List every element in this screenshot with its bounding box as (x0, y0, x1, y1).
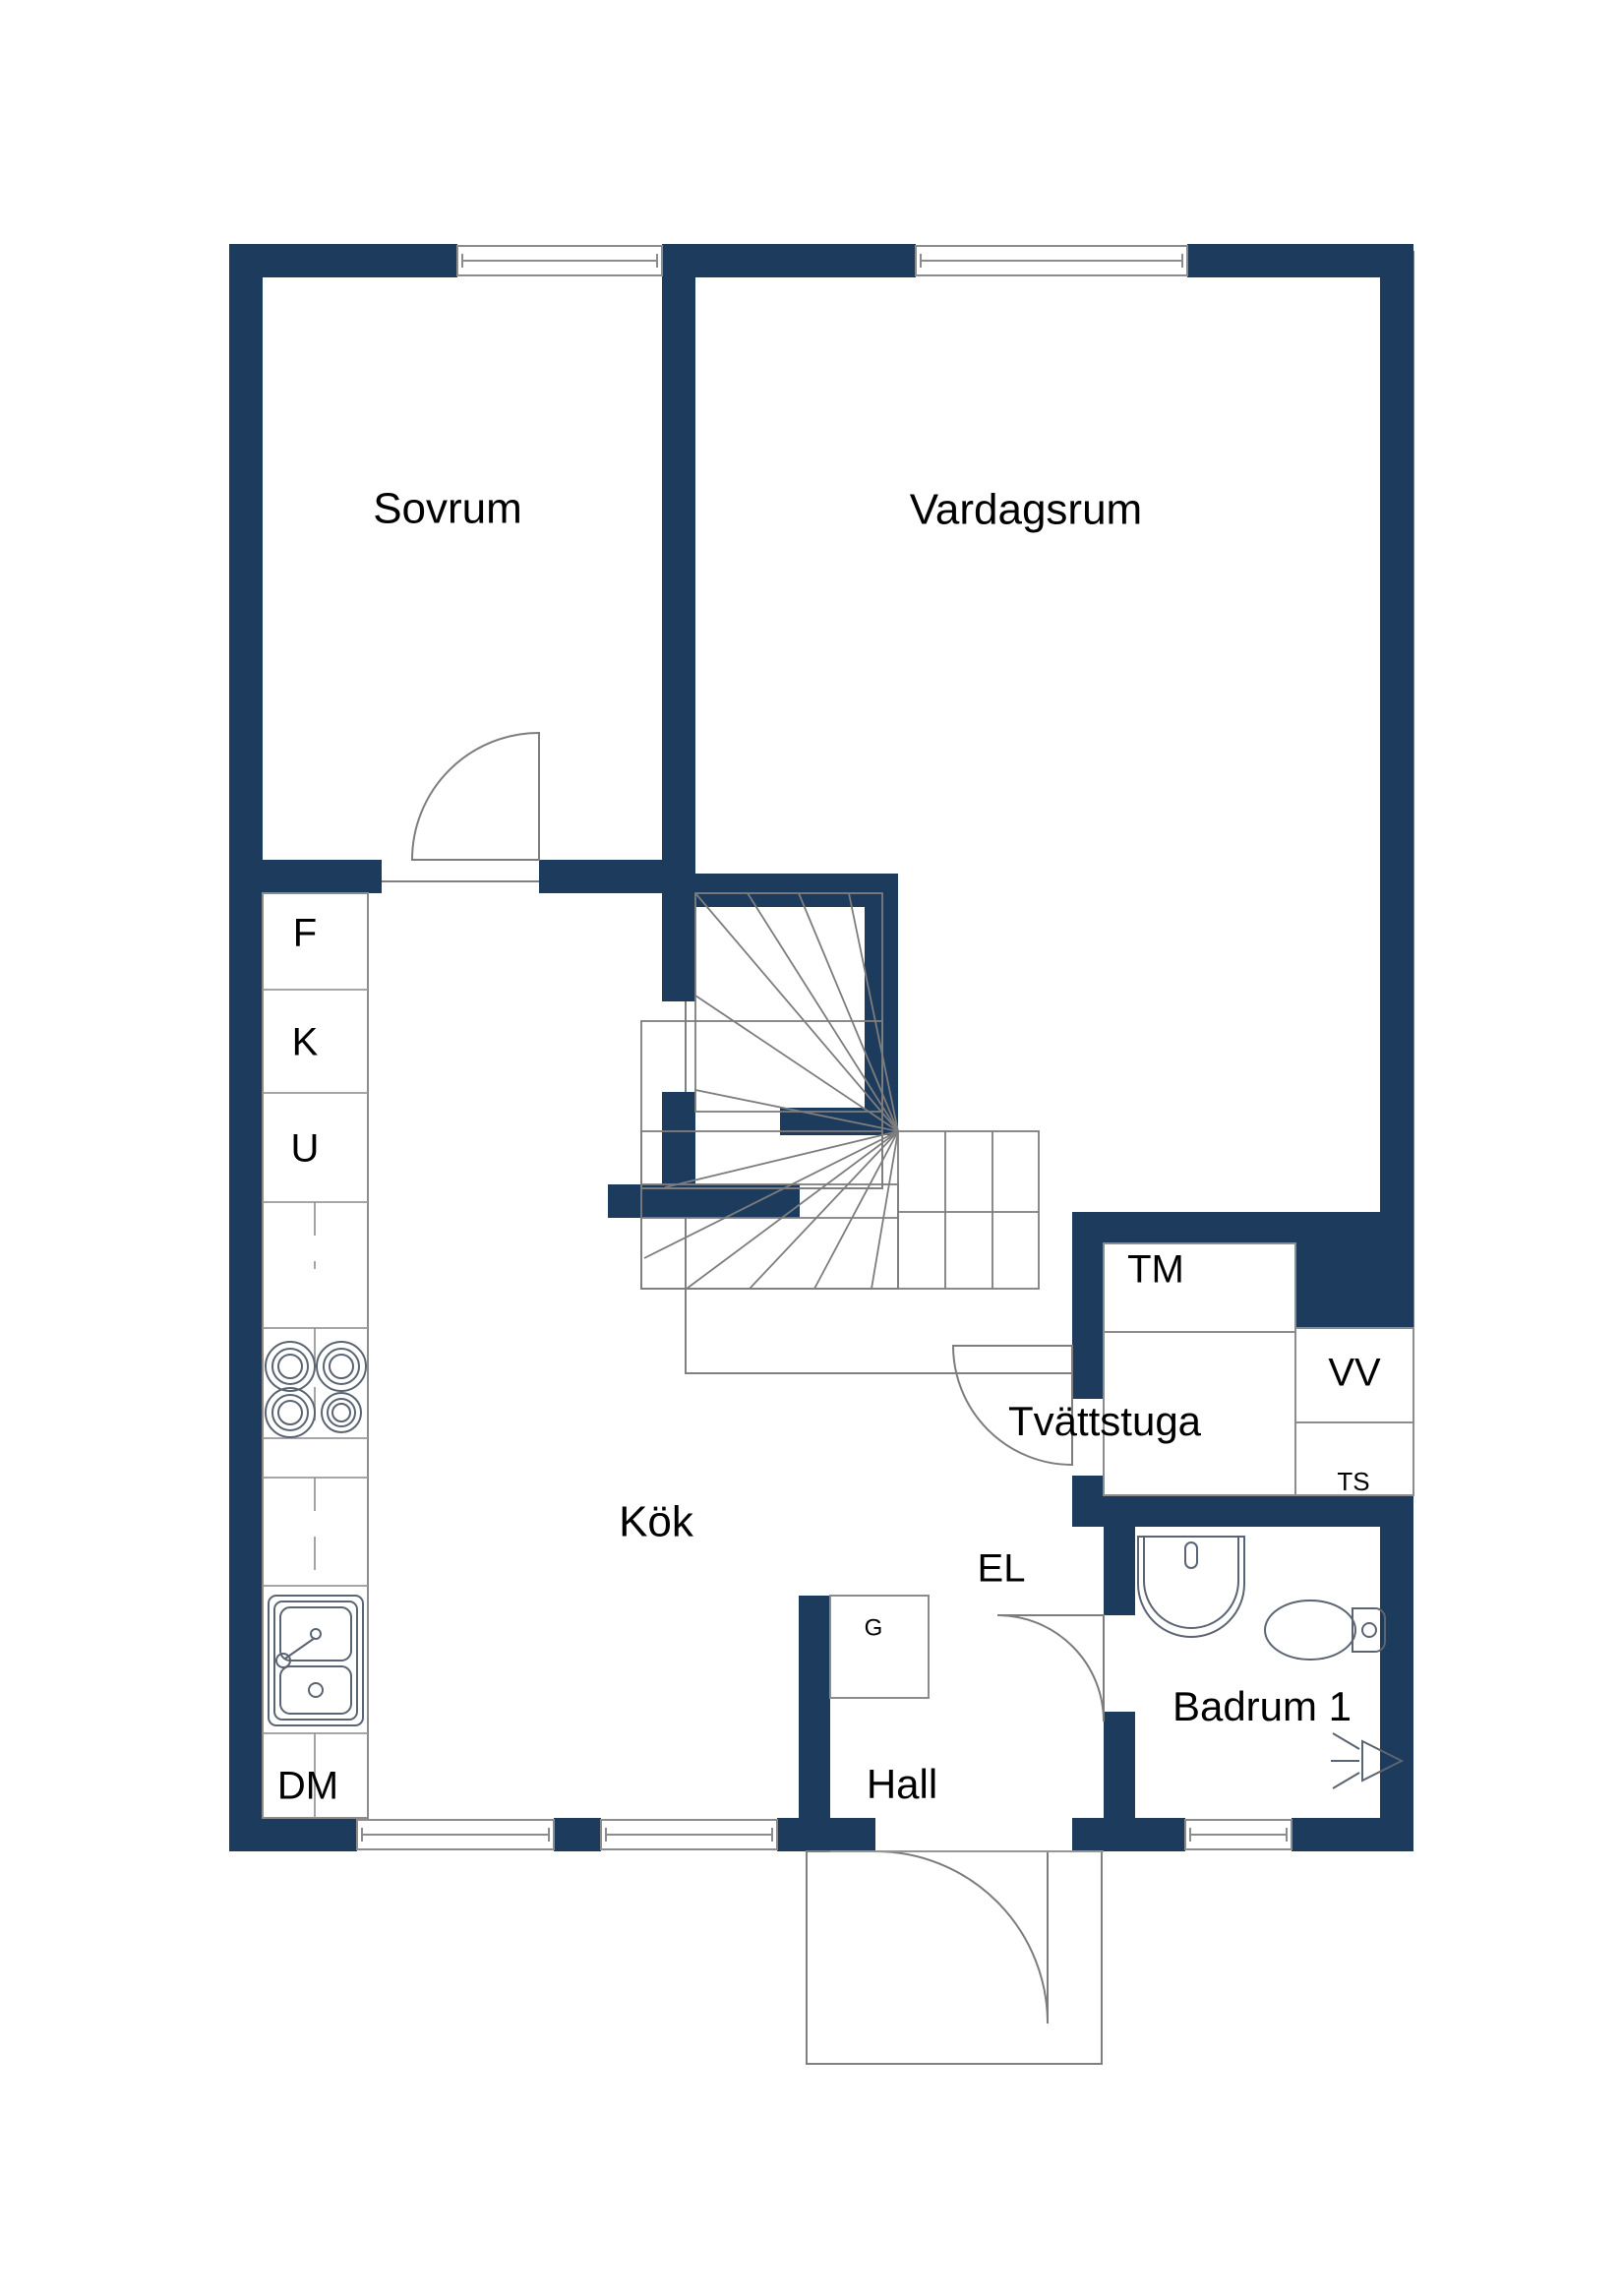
appliance-label-oven: U (291, 1127, 320, 1171)
door-entrance (874, 1850, 1049, 2024)
utility-cells (1103, 1242, 1414, 1496)
kitchen-counter (262, 892, 369, 1819)
door-tvattstuga (951, 1345, 1073, 1467)
appliance-label-dishwasher: DM (277, 1765, 338, 1808)
windows (356, 245, 1292, 1850)
appliance-label-wardrobe: G (865, 1614, 883, 1641)
appliance-label-washer: TM (1127, 1248, 1184, 1292)
appliance-label-electrical: EL (978, 1547, 1026, 1591)
toilet-symbol (1264, 1600, 1386, 1661)
room-outlines (248, 251, 1414, 1374)
doors (410, 731, 1105, 2024)
door-sovrum (410, 731, 540, 861)
appliance-label-freezer: K (292, 1021, 319, 1064)
room-label-kok: Kök (619, 1498, 694, 1546)
room-label-tvattstuga: Tvättstuga (1008, 1398, 1202, 1444)
appliance-label-waterheater: VV (1328, 1352, 1381, 1395)
kitchen-sink-symbol (268, 1595, 364, 1726)
labels: Sovrum Vardagsrum Kök Tvättstuga Badrum … (277, 485, 1381, 1808)
washbasin-symbol (1137, 1536, 1245, 1638)
walls (229, 244, 1413, 1851)
door-badrum (996, 1614, 1105, 1722)
appliance-label-fridge: F (293, 912, 317, 955)
hall-wardrobe (829, 1595, 930, 1699)
room-label-badrum1: Badrum 1 (1172, 1683, 1352, 1729)
cooktop-symbol (265, 1341, 367, 1438)
room-label-hall: Hall (867, 1761, 937, 1807)
entrance-porch (806, 1850, 1103, 2065)
room-label-sovrum: Sovrum (373, 485, 522, 533)
bathroom-fixtures (1137, 1536, 1405, 1789)
shower-symbol (1331, 1732, 1405, 1789)
room-label-vardagsrum: Vardagsrum (910, 486, 1142, 534)
appliance-label-dryer: TS (1337, 1467, 1369, 1496)
staircase (640, 892, 1040, 1290)
